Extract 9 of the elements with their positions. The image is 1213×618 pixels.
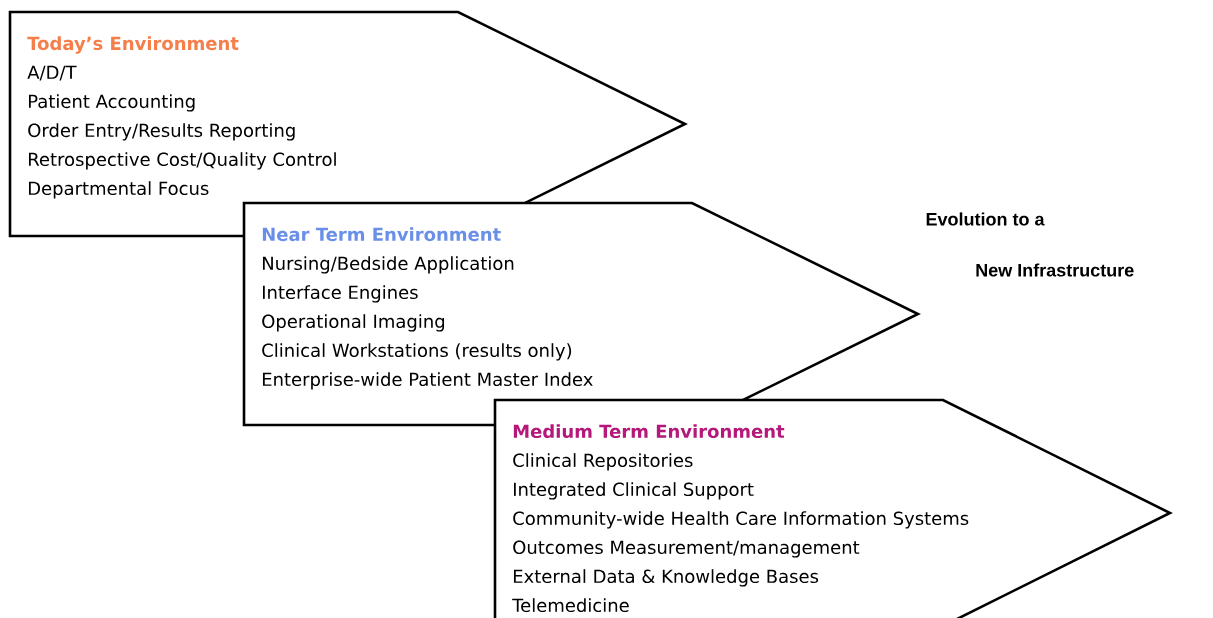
node-label: Clinical Repositories	[513, 453, 693, 471]
node-label: External Data & Knowledge Bases	[513, 569, 819, 587]
node-label: Telemedicine	[512, 598, 629, 613]
node-label: Medium Term Environment	[513, 424, 785, 439]
node-label: Outcomes Measurement/management	[513, 540, 860, 558]
node-label: Community-wide Health Care Information Systems	[513, 511, 969, 529]
arrow-box: Medium Term Environment Clinical Repositories Integrated Clinical Support Community-wide Health Care Information Systems Outcomes Measurement/management External Data & Knowledge Bases Telemedicine	[493, 398, 1173, 618]
node-label: Integrated Clinical Support	[513, 482, 754, 500]
heading-text: New Infrastructure	[976, 263, 1134, 277]
